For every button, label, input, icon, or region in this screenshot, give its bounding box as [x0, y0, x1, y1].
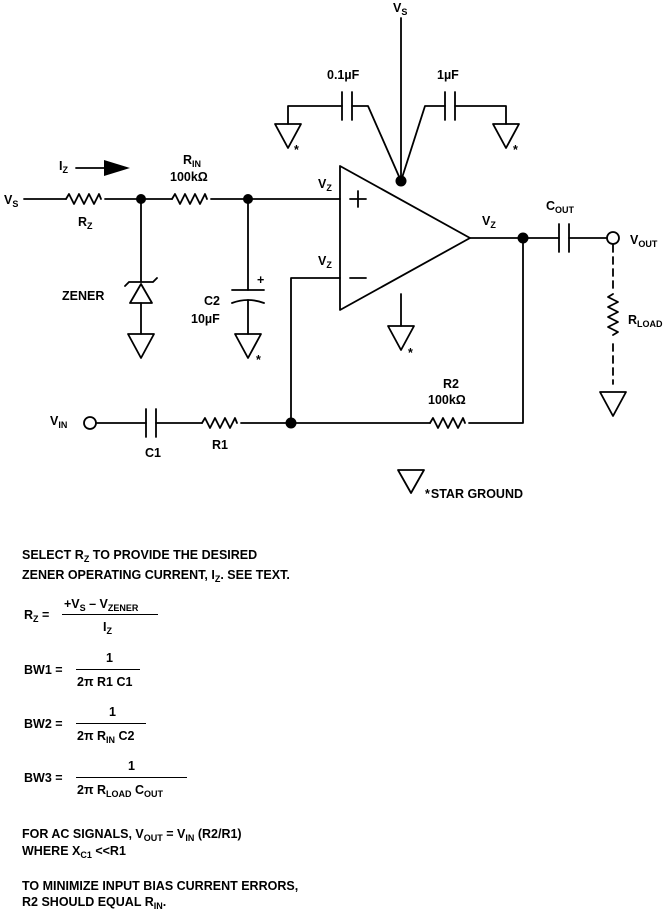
label-rin-value: 100kΩ: [170, 170, 208, 184]
resistor-rin: [171, 193, 208, 205]
wire-minus-to-node: [290, 277, 341, 424]
decoupling-wire-left: [287, 105, 402, 182]
eq-bw3-numerator: 1: [128, 759, 135, 773]
note-select-line2: ZENER OPERATING CURRENT, IZ. SEE TEXT.: [22, 568, 290, 584]
capacitor-1uf: [444, 91, 456, 121]
eq-bw1-fraction-bar: [76, 669, 140, 670]
label-rload: RLOAD: [628, 313, 663, 329]
vin-terminal: [83, 416, 97, 430]
ground-symbol-zener: [127, 333, 155, 359]
eq-bw1-lhs: BW1 =: [24, 663, 63, 677]
eq-bw2-denominator: 2π RIN C2: [77, 729, 135, 745]
label-vin: VIN: [50, 414, 67, 430]
label-c2: C2: [204, 294, 220, 308]
note-bias-line2: R2 SHOULD EQUAL RIN.: [22, 895, 167, 911]
plus-input-sign: [349, 190, 367, 208]
decoupling-wire-right: [400, 105, 507, 182]
eq-bw3-lhs: BW3 =: [24, 771, 63, 785]
eq-bw1-denominator: 2π R1 C1: [77, 675, 133, 689]
note-bias-line1: TO MINIMIZE INPUT BIAS CURRENT ERRORS,: [22, 879, 299, 893]
ground-symbol-rload: [599, 391, 627, 417]
label-cout: COUT: [546, 199, 575, 215]
eq-rz-numerator: +VS – VZENER: [64, 597, 139, 613]
label-rz: RZ: [78, 215, 93, 231]
junction-node-supply: [395, 175, 407, 187]
eq-bw2-numerator: 1: [109, 705, 116, 719]
eq-rz-lhs: RZ =: [24, 608, 50, 624]
label-c1: C1: [145, 446, 161, 460]
label-vz-plus: VZ: [318, 177, 332, 193]
junction-node-zener: [136, 194, 146, 204]
eq-rz-denominator: IZ: [103, 620, 112, 636]
label-vout: VOUT: [630, 233, 658, 249]
resistor-rz: [65, 193, 102, 205]
note-ac-line1: FOR AC SIGNALS, VOUT = VIN (R2/R1): [22, 827, 242, 843]
star-mark-right-cap: *: [513, 143, 518, 157]
iz-arrow-head: [104, 160, 130, 176]
junction-node-feedback: [285, 417, 297, 429]
vout-terminal: [606, 231, 620, 245]
star-mark-left-cap: *: [294, 143, 299, 157]
star-mark-c2: *: [256, 353, 261, 367]
note-select-line1: SELECT RZ TO PROVIDE THE DESIRED: [22, 548, 258, 564]
capacitor-c2-curved-plate: [231, 299, 265, 304]
ground-symbol-left-cap: [274, 123, 302, 149]
label-iz: IZ: [59, 159, 68, 175]
label-r2-value: 100kΩ: [428, 393, 466, 407]
label-r1: R1: [212, 438, 228, 452]
ground-symbol-right-cap: [492, 123, 520, 149]
eq-rz-fraction-bar: [62, 614, 158, 615]
label-cap-01uf: 0.1µF: [327, 68, 360, 82]
label-vz-out: VZ: [482, 214, 496, 230]
eq-bw3-fraction-bar: [76, 777, 187, 778]
op-amp: [339, 165, 471, 311]
eq-bw3-denominator: 2π RLOAD COUT: [77, 783, 164, 799]
star-mark-opamp: *: [408, 346, 413, 360]
label-r2: R2: [443, 377, 459, 391]
eq-bw1-numerator: 1: [106, 651, 113, 665]
label-vz-minus: VZ: [318, 254, 332, 270]
label-zener: ZENER: [62, 289, 104, 303]
label-cap-1uf: 1µF: [437, 68, 459, 82]
note-ac-line2: WHERE XC1 <<R1: [22, 844, 126, 860]
label-c2-polarity: +: [257, 273, 264, 287]
ground-symbol-c2: [234, 333, 262, 359]
circuit-schematic: VS 0.1µF 1µF IZ RIN 100kΩ VS RZ VZ VZ VZ…: [4, 1, 663, 501]
capacitor-cout: [558, 223, 570, 253]
label-star-ground: *STAR GROUND: [425, 487, 523, 501]
capacitor-0.1uf: [341, 91, 353, 121]
resistor-rload: [607, 293, 619, 336]
feedback-return-wire: [468, 237, 524, 424]
capacitor-c1: [145, 408, 157, 438]
ground-symbol-legend: [397, 469, 425, 494]
eq-bw2-fraction-bar: [76, 723, 146, 724]
label-c2-value: 10µF: [191, 312, 220, 326]
label-rin: RIN: [183, 153, 201, 169]
resistor-r2: [429, 417, 466, 429]
junction-node-output: [517, 232, 529, 244]
resistor-r1: [201, 417, 238, 429]
label-vs-left: VS: [4, 193, 18, 209]
zener-diode: [124, 277, 158, 304]
ground-symbol-opamp: [387, 325, 415, 351]
label-vs-top: VS: [393, 1, 407, 17]
eq-bw2-lhs: BW2 =: [24, 717, 63, 731]
junction-node-c2: [243, 194, 253, 204]
